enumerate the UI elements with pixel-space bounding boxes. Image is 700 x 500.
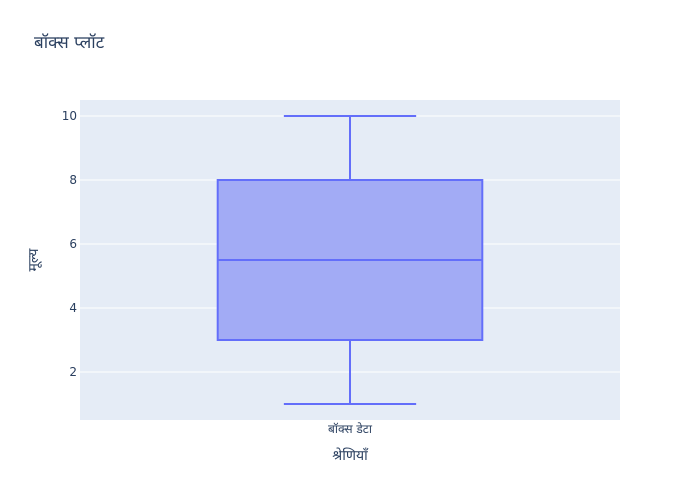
x-axis-ticks: बॉक्स डेटा <box>328 422 373 436</box>
x-tick-label: बॉक्स डेटा <box>328 422 373 436</box>
y-tick-label: 6 <box>69 237 77 251</box>
y-tick-label: 10 <box>62 109 77 123</box>
y-axis-title: मूल्य <box>26 248 42 272</box>
y-tick-label: 2 <box>69 365 77 379</box>
box-series <box>216 115 484 405</box>
y-tick-label: 8 <box>69 173 77 187</box>
x-axis-title: श्रेणियाँ <box>332 447 368 464</box>
y-tick-label: 4 <box>69 301 77 315</box>
box-group <box>216 115 484 405</box>
chart-title: बॉक्स प्लॉट <box>34 33 105 53</box>
y-axis-ticks: 2 4 6 8 10 <box>62 109 77 379</box>
